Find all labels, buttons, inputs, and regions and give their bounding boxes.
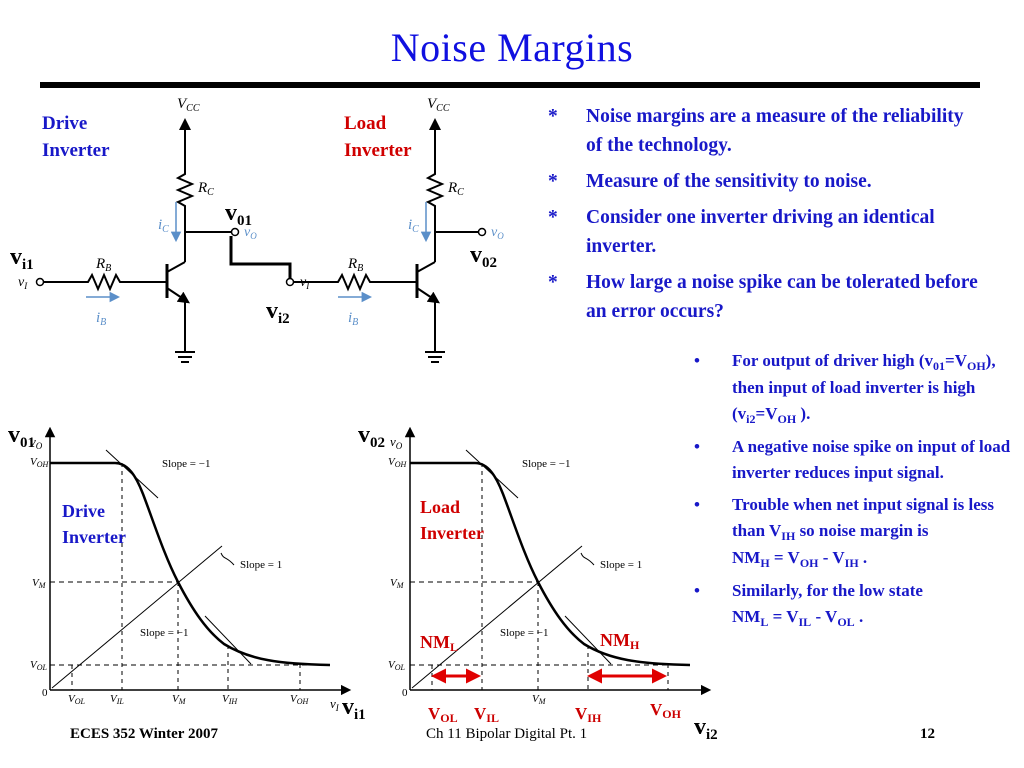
output-terminal: [230, 227, 240, 237]
load-inverter-label: Load Inverter: [344, 110, 412, 164]
svg-text:VM: VM: [390, 577, 405, 590]
svg-text:RC: RC: [447, 180, 464, 198]
graph-vi1-label: vi1: [342, 694, 366, 723]
load-label-line2: Inverter: [344, 140, 412, 161]
svg-text:RB: RB: [347, 256, 363, 274]
rc-resistor: [175, 168, 195, 232]
footer-course: ECES 352 Winter 2007: [70, 726, 218, 742]
red-voh-label: VOH: [650, 700, 681, 721]
load-rb-resistor: [294, 272, 417, 292]
node-v02-label: v02: [470, 242, 497, 271]
y-voh-tick: VOH: [30, 456, 50, 469]
sub-bullet: • A negative noise spike on input of loa…: [694, 437, 1011, 482]
ic-text: iC: [158, 217, 169, 235]
main-bullet: *How large a noise spike can be tolerate…: [548, 272, 978, 322]
vo-text: vO: [244, 225, 257, 241]
load-input-terminal: [285, 277, 295, 287]
nml-label: NML: [420, 632, 459, 654]
page-title: Noise Margins: [390, 25, 634, 70]
x-vm-tick: VM: [172, 693, 187, 706]
main-bullet: *Consider one inverter driving an identi…: [548, 207, 935, 257]
red-vil-label: VIL: [474, 704, 499, 725]
graph-vi2-label: vi2: [694, 714, 718, 743]
svg-text:iC: iC: [408, 217, 419, 235]
rc-text: RC: [197, 180, 214, 198]
node-v01-label: v01: [225, 200, 252, 229]
drive-inverter-circuit: VCC RC iC vO vI RB iB: [18, 96, 257, 363]
rb-text: RB: [95, 256, 111, 274]
load-label-line1: Load: [344, 113, 387, 134]
svg-text:Slope = 1: Slope = 1: [600, 559, 642, 571]
ib-text: iB: [96, 310, 106, 328]
node-vi2-label: vi2: [266, 298, 290, 327]
load-transfer-graph: vO VOH VM VOL 0 VM Slope = −1 Slope = 1 …: [388, 426, 712, 706]
svg-text:Slope = −1: Slope = −1: [522, 458, 570, 470]
transfer-characteristics: vO vI VOH VM VOL 0 VOL VIL VM VIH VOH Sl…: [30, 426, 712, 713]
origin-label: 0: [42, 687, 48, 699]
transistor-emitter: [166, 287, 190, 304]
drive-transfer-graph: vO vI VOH VM VOL 0 VOL VIL VM VIH VOH Sl…: [30, 426, 352, 713]
svg-text:vO: vO: [390, 434, 403, 451]
svg-text:vO: vO: [30, 434, 43, 451]
load-output-terminal: [477, 227, 487, 237]
input-terminal: [35, 277, 45, 287]
sub-bullet-list: • For output of driver high (v01=VOH), t…: [690, 348, 1015, 637]
graph-v01-label: v01: [8, 422, 35, 451]
svg-text:iB: iB: [348, 310, 358, 328]
sub-bullet: • For output of driver high (v01=VOH), t…: [694, 351, 996, 426]
main-bullet-list: *Noise margins are a measure of the reli…: [540, 102, 980, 333]
drive-label-line1: Drive: [42, 113, 88, 134]
x-vil-tick: VIL: [110, 693, 124, 706]
svg-text:VOH: VOH: [388, 456, 408, 469]
load-inverter-circuit: VCC RC iC vO vI RB iB: [285, 96, 504, 363]
load-vtc-curve: [410, 461, 691, 667]
svg-text:vI: vI: [330, 696, 340, 713]
footer-page-number: 12: [920, 726, 935, 742]
slope-pos-label: Slope = 1: [240, 559, 282, 571]
graph-drive-inverter-label: Drive Inverter: [62, 501, 126, 547]
sub-bullet: • Trouble when net input signal is less …: [694, 495, 994, 570]
interconnect-wire: [229, 236, 292, 278]
drive-label-line2: Inverter: [42, 140, 110, 161]
drive-unity-line: [51, 545, 223, 689]
rb-resistor: [44, 272, 167, 292]
node-vi1-label: vi1: [10, 244, 34, 273]
footer-chapter: Ch 11 Bipolar Digital Pt. 1: [426, 726, 588, 742]
x-vol-tick: VOL: [68, 693, 86, 706]
slope-neg-label-top: Slope = −1: [162, 458, 210, 470]
drive-inverter-label: Drive Inverter: [42, 110, 110, 164]
svg-text:VM: VM: [532, 693, 547, 706]
main-bullet: *Noise margins are a measure of the reli…: [548, 106, 964, 156]
x-voh-tick: VOH: [290, 693, 310, 706]
svg-text:VCC: VCC: [427, 96, 450, 114]
vi-text: vI: [18, 275, 28, 291]
drive-vtc-curve: [50, 461, 331, 667]
nmh-label: NMH: [600, 630, 640, 652]
y-vm-tick: VM: [32, 577, 47, 590]
load-rc-resistor: [425, 168, 445, 232]
x-vih-tick: VIH: [222, 693, 238, 706]
red-vol-label: VOL: [428, 704, 458, 725]
svg-text:vO: vO: [491, 225, 504, 241]
svg-text:Slope = −1: Slope = −1: [500, 627, 548, 639]
svg-text:VOL: VOL: [388, 659, 406, 672]
y-vol-tick: VOL: [30, 659, 48, 672]
vcc-text: VCC: [177, 96, 200, 114]
graph-load-inverter-label: Load Inverter: [420, 497, 484, 543]
svg-text:0: 0: [402, 687, 408, 699]
inverter-circuits-diagram: VCC RC iC vO vI RB iB VCC RC iC vO: [18, 96, 504, 363]
graph-v02-label: v02: [358, 422, 385, 451]
slope-neg-label-bottom: Slope = −1: [140, 627, 188, 639]
title-divider: [40, 82, 980, 88]
load-unity-line: [411, 545, 583, 689]
main-bullet: *Measure of the sensitivity to noise.: [548, 171, 872, 192]
red-vih-label: VIH: [575, 704, 602, 725]
